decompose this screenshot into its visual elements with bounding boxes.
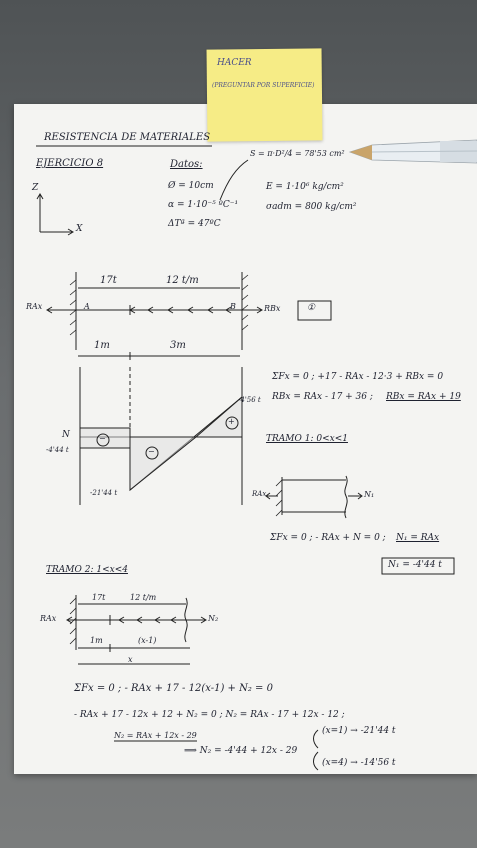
diagram-right-value: -4'56 t — [238, 396, 261, 404]
axis-x-label: X — [76, 224, 83, 234]
tramo2-dim2-label: (x-1) — [138, 636, 157, 645]
datos-area: S = π·D²/4 = 78'53 cm² — [250, 149, 345, 158]
rbx-equation: RBx = RAx - 17 + 36 ; — [272, 392, 373, 402]
postit-line1: HACER — [217, 58, 252, 68]
tramo2-case-1: (x=1) → -21'44 t — [322, 726, 396, 736]
sum-fx-equation: ΣFx = 0 ; +17 - RAx - 12·3 + RBx = 0 — [272, 372, 444, 382]
datos-sigma-adm: σadm = 800 kg/cm² — [266, 202, 357, 212]
diagram-bottom-value: -21'44 t — [90, 489, 118, 497]
beam-rbx-label: RBx — [264, 304, 281, 313]
diagram-left-value: -4'44 t — [46, 446, 69, 454]
beam-load2-label: 12 t/m — [166, 275, 199, 286]
tramo2-equation-1: ΣFx = 0 ; - RAx + 17 - 12(x-1) + N₂ = 0 — [74, 683, 273, 694]
diagram-n-label: N — [62, 430, 70, 440]
sign-positive: + — [228, 417, 235, 426]
datos-diameter: Ø = 10cm — [168, 181, 214, 191]
tramo2-case-2: (x=4) → -14'56 t — [322, 758, 396, 768]
sign-negative-1: − — [99, 434, 106, 443]
datos-alpha: α = 1·10⁻⁵ ºC⁻¹ — [168, 200, 239, 210]
tramo2-load1-label: 17t — [92, 593, 106, 602]
page-title: RESISTENCIA DE MATERIALES — [44, 132, 211, 143]
tramo2-dim3-label: x — [128, 655, 133, 664]
sign-negative-2: − — [148, 447, 155, 456]
datos-modulus: E = 1·10⁶ kg/cm² — [266, 182, 344, 192]
tramo2-n2-label: N₂ — [208, 614, 219, 623]
tramo1-equation: ΣFx = 0 ; - RAx + N = 0 ; — [270, 533, 386, 543]
tramo2-rax-label: RAx — [40, 614, 57, 623]
tramo1-n1-label: N₁ — [364, 490, 375, 499]
tramo2-title: TRAMO 2: 1<x<4 — [46, 565, 128, 575]
axis-z-label: Z — [32, 183, 39, 193]
tramo1-rax-label: RAx — [252, 490, 267, 498]
tramo2-dim1-label: 1m — [90, 636, 103, 645]
tramo1-boxed-result: N₁ = -4'44 t — [388, 560, 442, 570]
exercise-label: EJERCICIO 8 — [36, 158, 104, 169]
beam-dim2-label: 3m — [170, 340, 186, 351]
datos-delta-t: ΔTª = 47ºC — [168, 219, 221, 229]
beam-b-label: B — [230, 302, 236, 311]
tramo1-result: N₁ = RAx — [396, 533, 440, 543]
tramo2-equation-2: - RAx + 17 - 12x + 12 + N₂ = 0 ; N₂ = RA… — [74, 710, 345, 720]
datos-label: Datos: — [170, 159, 203, 170]
case-number-label: ① — [307, 303, 316, 313]
tramo2-equation-3: N₂ = RAx + 12x - 29 — [114, 731, 197, 740]
tramo2-equation-4: ⟹ N₂ = -4'44 + 12x - 29 — [184, 746, 298, 756]
beam-rax-label: RAx — [26, 302, 43, 311]
beam-dim1-label: 1m — [94, 340, 110, 351]
rbx-result: RBx = RAx + 19 — [386, 392, 461, 402]
tramo1-title: TRAMO 1: 0<x<1 — [266, 434, 348, 444]
beam-a-label: A — [84, 302, 90, 311]
postit-line2: (PREGUNTAR POR SUPERFICIE) — [212, 82, 315, 89]
tramo2-load2-label: 12 t/m — [130, 593, 157, 602]
beam-load1-label: 17t — [100, 275, 117, 286]
